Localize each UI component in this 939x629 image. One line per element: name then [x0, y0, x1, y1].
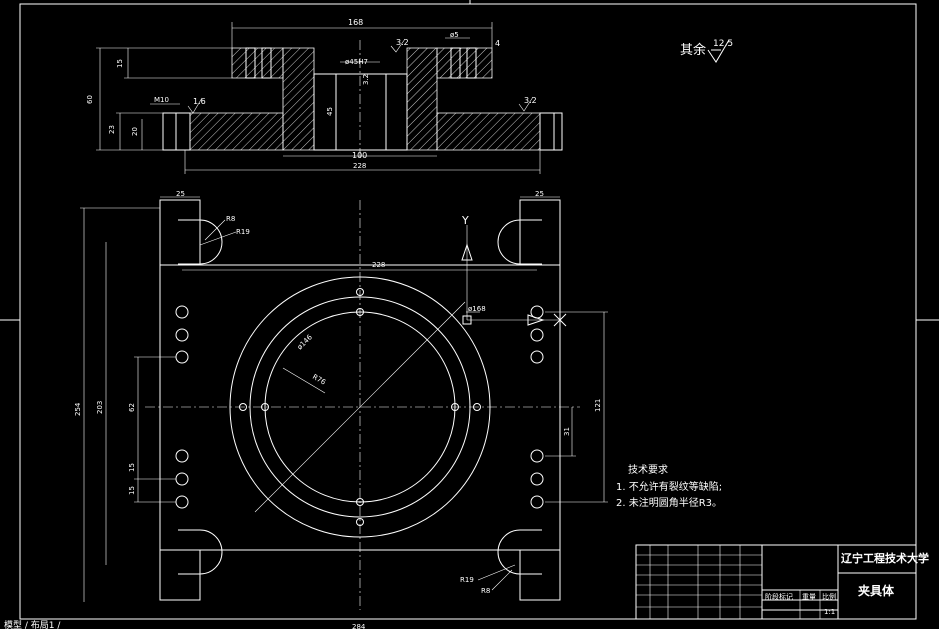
- section-view: 168 60 15 23 20 228 100 45 ø45H7 ø5 4 M1…: [86, 18, 563, 174]
- weight-label: 重量: [802, 593, 816, 601]
- svg-text:其余: 其余: [680, 42, 706, 58]
- dim-121: 121: [594, 399, 602, 412]
- svg-text:3.2: 3.2: [524, 96, 537, 105]
- dim-slot-right: 25: [535, 190, 544, 198]
- dim-15a: 15: [128, 463, 136, 472]
- part-name: 夹具体: [858, 583, 895, 598]
- dim-top-width: 168: [348, 18, 363, 27]
- dim-height-total: 60: [86, 95, 94, 104]
- tech-item-1: 1. 不允许有裂纹等缺陷;: [616, 480, 722, 493]
- roughness-bore: 3.2: [362, 74, 370, 85]
- dim-r8-bottom: R8: [481, 587, 490, 595]
- dim-height-inner: 203: [96, 401, 104, 414]
- dim-height-upper: 15: [116, 59, 124, 68]
- dim-bore: ø45H7: [345, 58, 368, 66]
- dim-radius-inner: R76: [311, 373, 327, 387]
- dim-inner-width: 228: [372, 261, 385, 269]
- stage-label: 阶段标记: [765, 592, 793, 601]
- dim-r19-bottom: R19: [460, 576, 474, 584]
- svg-text:3.2: 3.2: [362, 74, 370, 85]
- dim-slot-left: 25: [176, 190, 185, 198]
- dim-31: 31: [563, 427, 571, 436]
- title-block: 辽宁工程技术大学 夹具体 阶段标记 重量 比例 1:1: [635, 544, 929, 620]
- tech-item-2: 2. 未注明圆角半径R3。: [616, 496, 722, 509]
- roughness-right: 3.2: [518, 96, 537, 112]
- dim-flange-small: ø5: [450, 31, 459, 39]
- dim-height-20: 20: [131, 127, 139, 136]
- tech-requirements: 技术要求 1. 不允许有裂纹等缺陷; 2. 未注明圆角半径R3。: [616, 463, 722, 509]
- dim-bottom-width: 284: [352, 623, 366, 629]
- dim-pcd-inner: ø146: [296, 333, 315, 352]
- dim-base-width: 228: [353, 162, 366, 170]
- scale-label: 比例: [822, 592, 836, 601]
- axis-y-label: Y: [461, 214, 469, 227]
- scale-value: 1:1: [824, 608, 835, 616]
- dim-pcd-outer: ø168: [468, 305, 486, 313]
- status-text: 模型 / 布局1 /: [4, 619, 61, 629]
- dim-chamfer: 4: [495, 39, 500, 48]
- svg-text:1.6: 1.6: [193, 97, 206, 106]
- dim-r-large: R19: [236, 228, 250, 236]
- svg-text:12.5: 12.5: [713, 39, 733, 49]
- dim-r-small: R8: [226, 215, 235, 223]
- school-name: 辽宁工程技术大学: [841, 551, 929, 565]
- roughness-top: 3.2: [390, 38, 409, 53]
- coordinate-axes: Y: [461, 214, 567, 327]
- dim-62: 62: [128, 403, 136, 412]
- dim-hub-diameter: 100: [352, 151, 367, 160]
- dim-bore-depth: 45: [326, 107, 334, 116]
- roughness-left: 1.6: [187, 97, 206, 114]
- dim-thread: M10: [154, 96, 169, 104]
- dim-height-total-plan: 254: [74, 402, 82, 416]
- dim-15b: 15: [128, 486, 136, 495]
- surface-finish-note: 其余 12.5: [680, 39, 733, 63]
- dim-height-23: 23: [108, 125, 116, 134]
- tech-title: 技术要求: [628, 463, 668, 476]
- plan-view: Y 25 25 228 254 203 62 15 15 121 3: [74, 190, 608, 629]
